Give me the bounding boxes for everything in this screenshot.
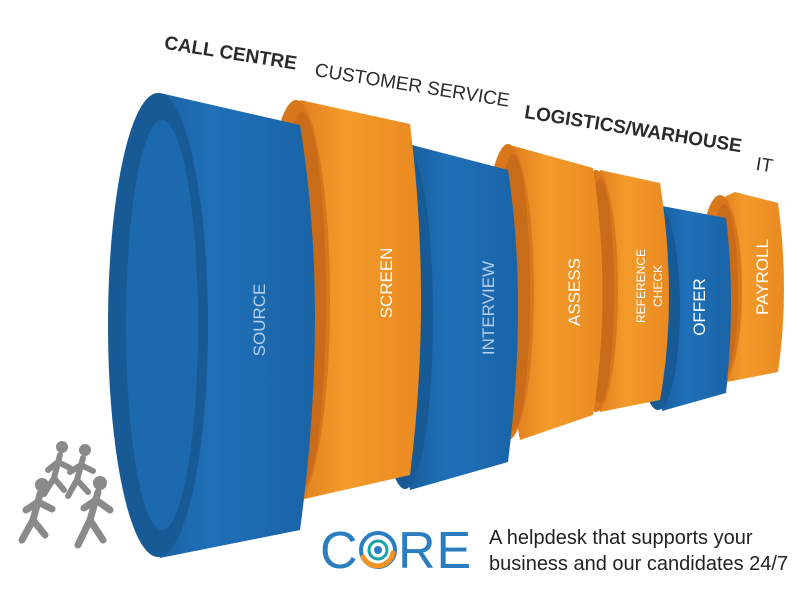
logo-text-re: RE [398, 522, 472, 580]
tagline-line1: A helpdesk that supports your [489, 527, 753, 549]
core-logo: C RE [320, 522, 472, 580]
tagline-line2: business and our candidates 24/7 [489, 553, 788, 575]
logo-text-c: C [320, 522, 359, 580]
walking-people-icon [18, 441, 114, 549]
stage-label-payroll: PAYROLL [753, 239, 772, 315]
stage-label-interview: INTERVIEW [479, 261, 498, 355]
stage-label-offer: OFFER [690, 278, 709, 336]
category-customer-service: CUSTOMER SERVICE [313, 60, 511, 112]
category-logistics: LOGISTICS/WARHOUSE [523, 102, 743, 157]
stage-label-check: CHECK [651, 265, 665, 307]
stage-label-reference: REFERENCE [634, 249, 648, 323]
stage-label-assess: ASSESS [565, 258, 584, 326]
stage-source [108, 93, 315, 558]
stage-label-screen: SCREEN [377, 248, 396, 319]
stage-label-source: SOURCE [250, 284, 269, 357]
core-ring-icon [359, 531, 397, 569]
category-it: IT [754, 154, 774, 177]
category-call-centre: CALL CENTRE [163, 33, 298, 75]
